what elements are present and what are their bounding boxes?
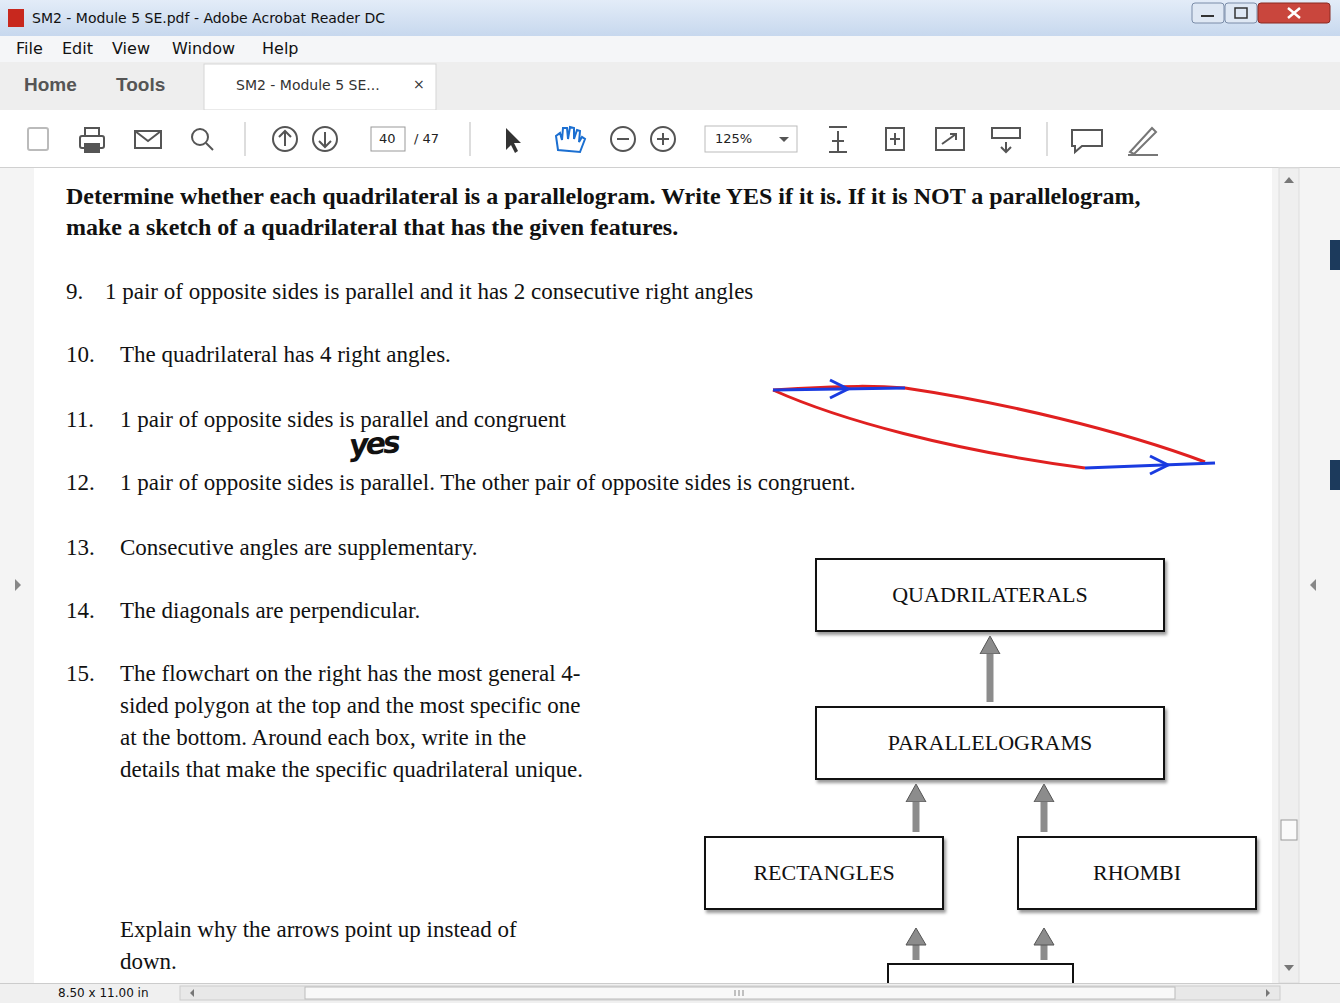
- menu-item: View: [112, 39, 150, 58]
- category-box: RECTANGLES: [704, 836, 944, 910]
- box-label: QUADRILATERALS: [892, 582, 1088, 608]
- menu-item: Window: [172, 39, 235, 58]
- item-number: 11.: [66, 406, 94, 434]
- item-number: 14.: [66, 597, 95, 625]
- menu-item: File: [16, 39, 43, 58]
- close-tab: ×: [413, 76, 425, 92]
- menu-item: Help: [262, 39, 298, 58]
- category-box: RHOMBI: [1017, 836, 1257, 910]
- item-number: 13.: [66, 534, 95, 562]
- handwritten-answer: yes: [348, 424, 399, 462]
- zoom-level: 125%: [715, 131, 752, 146]
- item-number: 15.: [66, 660, 95, 688]
- window-title: SM2 - Module 5 SE.pdf - Adobe Acrobat Re…: [32, 10, 385, 26]
- item-text: The quadrilateral has 4 right angles.: [120, 341, 451, 369]
- scrollbar: [1279, 168, 1299, 983]
- box-label: RHOMBI: [1093, 860, 1181, 886]
- instructions-heading: Determine whether each quadrilateral is …: [66, 181, 1186, 243]
- document-tab: SM2 - Module 5 SE...: [236, 77, 380, 93]
- question-text: Explain why the arrows point up instead …: [120, 914, 520, 978]
- title-bar: [0, 0, 1340, 36]
- item-text: The flowchart on the right has the most …: [120, 658, 590, 786]
- box-label: RECTANGLES: [753, 860, 894, 886]
- item-text: The diagonals are perpendicular.: [120, 597, 420, 625]
- close-button: [1258, 3, 1330, 23]
- item-text: 1 pair of opposite sides is parallel. Th…: [120, 469, 855, 497]
- item-number: 12.: [66, 469, 95, 497]
- menu-item: Edit: [62, 39, 93, 58]
- nav-tab: Tools: [116, 74, 165, 96]
- page-size: 8.50 x 11.00 in: [58, 986, 149, 1000]
- category-box: PARALLELOGRAMS: [815, 706, 1165, 780]
- app-icon: [8, 9, 24, 27]
- hierarchy-arrow: [913, 802, 920, 832]
- hierarchy-arrow: [1041, 802, 1048, 832]
- student-sketch: [773, 380, 1215, 474]
- item-text: 1 pair of opposite sides is parallel and…: [120, 406, 566, 434]
- item-number: 9.: [66, 278, 83, 306]
- item-text: Consecutive angles are supplementary.: [120, 534, 477, 562]
- item-number: 10.: [66, 341, 95, 369]
- item-text: 1 pair of opposite sides is parallel and…: [105, 278, 753, 306]
- category-box: QUADRILATERALS: [815, 558, 1165, 632]
- hierarchy-arrow: [987, 654, 994, 702]
- toolbar-icons: [28, 122, 1158, 156]
- page-count: / 47: [414, 131, 439, 146]
- box-label: PARALLELOGRAMS: [888, 730, 1093, 756]
- page-number: 40: [379, 131, 396, 146]
- nav-tab: Home: [24, 74, 77, 96]
